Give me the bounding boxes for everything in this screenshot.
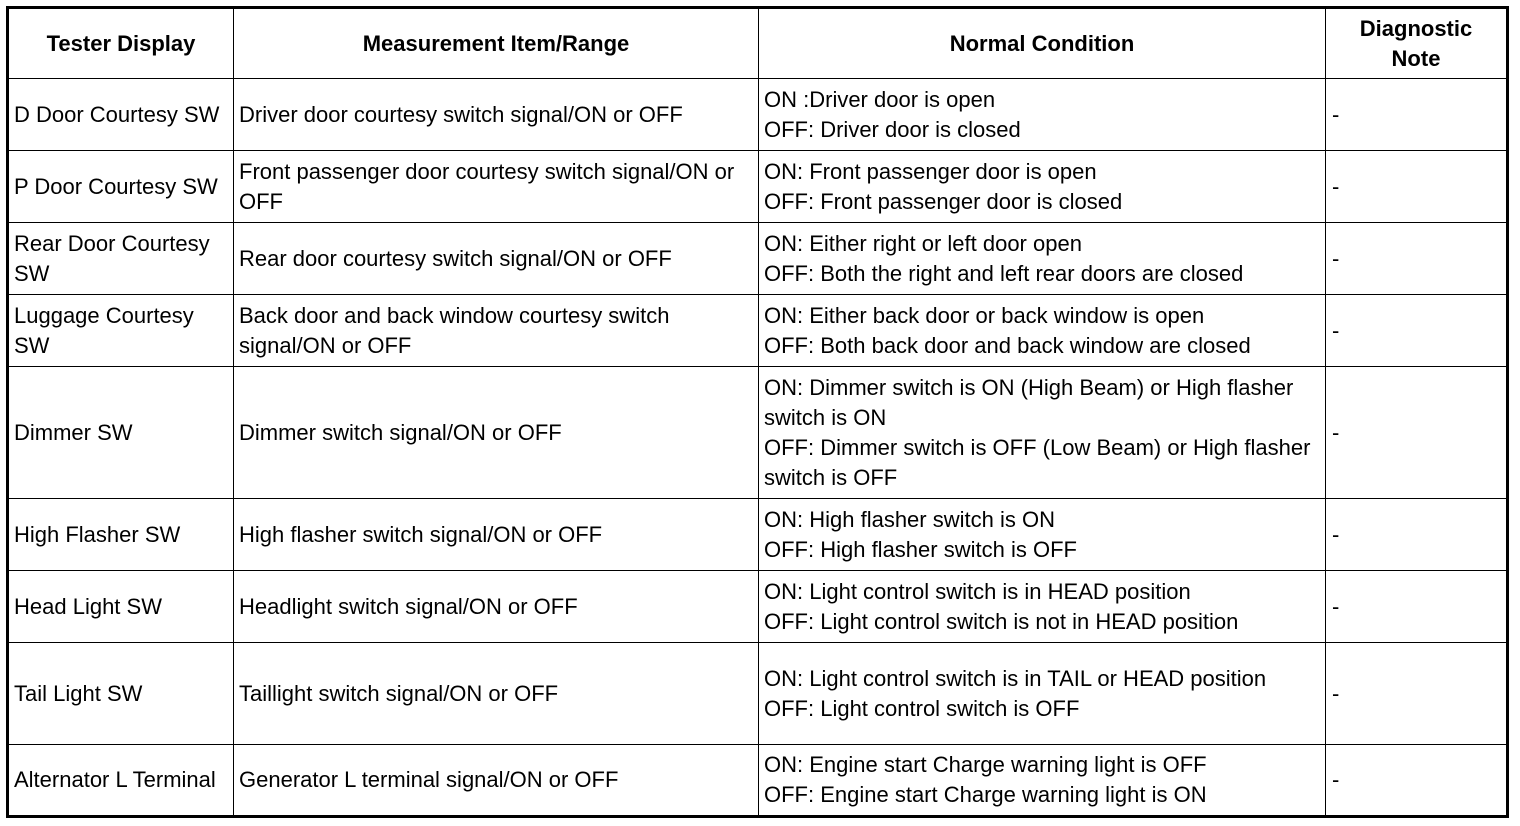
cell-normal-condition: ON: High flasher switch is ON OFF: High … (758, 498, 1326, 571)
condition-on: ON: Light control switch is in TAIL or H… (764, 665, 1267, 691)
condition-on: ON: Light control switch is in HEAD posi… (764, 578, 1191, 604)
table-row: P Door Courtesy SW Front passenger door … (7, 150, 1508, 223)
cell-diagnostic-note: - (1325, 150, 1508, 223)
cell-diagnostic-note: - (1325, 366, 1508, 499)
cell-measurement: High flasher switch signal/ON or OFF (233, 498, 759, 571)
cell-diagnostic-note: - (1325, 744, 1508, 817)
cell-tester-display: P Door Courtesy SW (7, 150, 234, 223)
header-diagnostic-note: Diagnostic Note (1325, 7, 1508, 79)
cell-measurement: Front passenger door courtesy switch sig… (233, 150, 759, 223)
cell-measurement: Taillight switch signal/ON or OFF (233, 642, 759, 745)
header-row: Tester Display Measurement Item/Range No… (7, 7, 1508, 79)
cell-normal-condition: ON: Light control switch is in HEAD posi… (758, 570, 1326, 643)
cell-tester-display: High Flasher SW (7, 498, 234, 571)
condition-on: ON: High flasher switch is ON (764, 506, 1055, 532)
table-row: Alternator L Terminal Generator L termin… (7, 744, 1508, 817)
condition-on: ON: Either back door or back window is o… (764, 302, 1205, 328)
cell-measurement: Rear door courtesy switch signal/ON or O… (233, 222, 759, 295)
condition-on: ON: Front passenger door is open (764, 158, 1097, 184)
cell-normal-condition: ON :Driver door is open OFF: Driver door… (758, 78, 1326, 151)
cell-normal-condition: ON: Dimmer switch is ON (High Beam) or H… (758, 366, 1326, 499)
cell-tester-display: D Door Courtesy SW (7, 78, 234, 151)
condition-off: OFF: Both back door and back window are … (764, 332, 1251, 358)
table-row: Head Light SW Headlight switch signal/ON… (7, 570, 1508, 643)
cell-normal-condition: ON: Either right or left door open OFF: … (758, 222, 1326, 295)
cell-diagnostic-note: - (1325, 78, 1508, 151)
cell-diagnostic-note: - (1325, 570, 1508, 643)
table-row: D Door Courtesy SW Driver door courtesy … (7, 78, 1508, 151)
data-list-table: Tester Display Measurement Item/Range No… (6, 6, 1509, 818)
header-measurement-item: Measurement Item/Range (233, 7, 759, 79)
header-normal-condition: Normal Condition (758, 7, 1326, 79)
cell-diagnostic-note: - (1325, 498, 1508, 571)
data-list-table-container: Tester Display Measurement Item/Range No… (6, 6, 1509, 818)
condition-off: OFF: Dimmer switch is OFF (Low Beam) or … (764, 434, 1311, 490)
cell-normal-condition: ON: Engine start Charge warning light is… (758, 744, 1326, 817)
cell-normal-condition: ON: Front passenger door is open OFF: Fr… (758, 150, 1326, 223)
header-tester-display: Tester Display (7, 7, 234, 79)
table-row: Rear Door Courtesy SW Rear door courtesy… (7, 222, 1508, 295)
condition-off: OFF: Driver door is closed (764, 116, 1021, 142)
cell-tester-display: Luggage Courtesy SW (7, 294, 234, 367)
table-row: Tail Light SW Taillight switch signal/ON… (7, 642, 1508, 745)
condition-off: OFF: Engine start Charge warning light i… (764, 782, 1207, 807)
condition-off: OFF: High flasher switch is OFF (764, 536, 1077, 562)
condition-off: OFF: Both the right and left rear doors … (764, 260, 1244, 286)
cell-measurement: Headlight switch signal/ON or OFF (233, 570, 759, 643)
table-row: High Flasher SW High flasher switch sign… (7, 498, 1508, 571)
cell-tester-display: Head Light SW (7, 570, 234, 643)
condition-off: OFF: Light control switch is OFF (764, 695, 1080, 721)
cell-measurement: Dimmer switch signal/ON or OFF (233, 366, 759, 499)
cell-diagnostic-note: - (1325, 642, 1508, 745)
cell-diagnostic-note: - (1325, 294, 1508, 367)
cell-tester-display: Alternator L Terminal (7, 744, 234, 817)
cell-measurement: Generator L terminal signal/ON or OFF (233, 744, 759, 817)
cell-normal-condition: ON: Light control switch is in TAIL or H… (758, 642, 1326, 745)
cell-measurement: Driver door courtesy switch signal/ON or… (233, 78, 759, 151)
table-row: Luggage Courtesy SW Back door and back w… (7, 294, 1508, 367)
condition-off: OFF: Front passenger door is closed (764, 188, 1123, 214)
condition-off: OFF: Light control switch is not in HEAD… (764, 608, 1239, 634)
cell-tester-display: Dimmer SW (7, 366, 234, 499)
condition-on: ON :Driver door is open (764, 86, 996, 112)
table-row: Dimmer SW Dimmer switch signal/ON or OFF… (7, 366, 1508, 499)
condition-on: ON: Engine start Charge warning light is… (764, 752, 1207, 777)
cell-measurement: Back door and back window courtesy switc… (233, 294, 759, 367)
condition-on: ON: Either right or left door open (764, 230, 1082, 256)
cell-tester-display: Tail Light SW (7, 642, 234, 745)
cell-diagnostic-note: - (1325, 222, 1508, 295)
cell-tester-display: Rear Door Courtesy SW (7, 222, 234, 295)
cell-normal-condition: ON: Either back door or back window is o… (758, 294, 1326, 367)
condition-on: ON: Dimmer switch is ON (High Beam) or H… (764, 374, 1294, 430)
